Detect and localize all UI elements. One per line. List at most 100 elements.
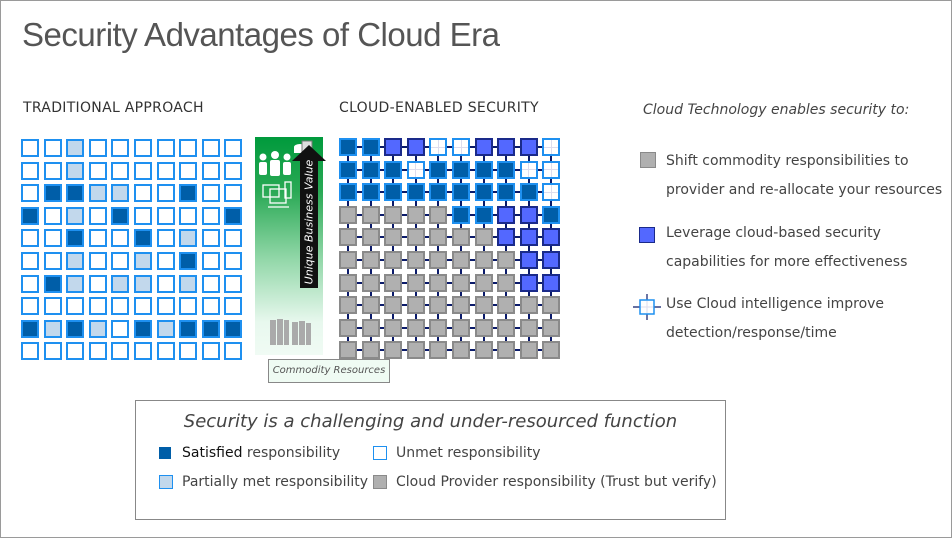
legend-partial: Partially met responsibility <box>182 474 369 490</box>
provider-cell <box>339 251 357 269</box>
unmet-cell <box>21 297 39 316</box>
satisfied-cell <box>474 183 493 202</box>
right-item-3-line1: Use Cloud intelligence improve <box>666 296 885 312</box>
grid-connector-h <box>347 236 551 239</box>
unmet-cell <box>452 138 470 156</box>
unmet-cell <box>111 297 130 316</box>
partial-cell <box>43 319 62 338</box>
unmet-cell <box>88 206 107 225</box>
unmet-cell <box>519 160 538 179</box>
satisfied-cell <box>21 206 39 225</box>
provider-cell <box>474 251 493 269</box>
provider-swatch-icon <box>373 475 387 489</box>
satisfied-cell <box>179 319 198 338</box>
provider-cell <box>361 251 380 269</box>
partial-swatch-icon <box>159 475 173 489</box>
cloud-capability-cell <box>384 138 403 156</box>
cloud-capability-cell <box>406 138 425 156</box>
provider-cell <box>406 318 425 337</box>
unmet-swatch-icon <box>373 446 387 460</box>
provider-cell <box>519 341 538 360</box>
provider-cell <box>474 341 493 360</box>
partial-cell <box>134 274 152 293</box>
unmet-cell <box>111 229 130 248</box>
page-title: Security Advantages of Cloud Era <box>22 16 500 53</box>
unmet-cell <box>179 297 198 316</box>
unmet-cell <box>43 161 62 180</box>
grid-connector-v <box>369 146 372 350</box>
right-item-2-line2: capabilities for more effectiveness <box>666 254 908 270</box>
grid-connector-h <box>347 259 551 261</box>
grid-connector-h <box>347 349 551 352</box>
unmet-cell <box>156 229 175 248</box>
provider-cell <box>452 318 470 337</box>
unmet-cell <box>156 184 175 203</box>
grid-connector-h <box>347 281 551 284</box>
satisfied-cell <box>384 160 403 179</box>
unmet-cell <box>43 297 62 316</box>
cloud-capability-cell <box>519 228 538 247</box>
unmet-cell <box>224 139 243 157</box>
grid-connector-v <box>527 146 530 350</box>
grid-connector-v <box>505 146 508 350</box>
unmet-cell <box>21 184 39 203</box>
grid-connector-v <box>460 146 462 350</box>
cloud-capability-cell <box>474 138 493 156</box>
provider-cell <box>474 296 493 315</box>
provider-cell <box>361 205 380 224</box>
satisfied-cell <box>339 183 357 202</box>
unmet-cell <box>156 342 175 361</box>
unmet-cell <box>111 252 130 270</box>
unmet-cell <box>21 229 39 248</box>
unmet-cell <box>134 184 152 203</box>
unmet-cell <box>88 342 107 361</box>
satisfied-cell <box>452 205 470 224</box>
cloud-capability-cell <box>497 205 516 224</box>
unmet-cell <box>66 342 85 361</box>
provider-cell <box>429 318 448 337</box>
unmet-cell <box>224 161 243 180</box>
unmet-cell <box>88 252 107 270</box>
unmet-cell <box>179 342 198 361</box>
unmet-cell <box>156 161 175 180</box>
unmet-cell <box>201 206 220 225</box>
satisfied-swatch-icon <box>159 447 171 459</box>
unmet-cell <box>156 297 175 316</box>
provider-cell <box>452 296 470 315</box>
provider-cell <box>361 273 380 292</box>
grid-connector-v <box>347 146 349 350</box>
grid-connector-h <box>347 168 551 171</box>
unmet-cell <box>179 206 198 225</box>
right-heading: Cloud Technology enables security to: <box>643 102 910 118</box>
satisfied-cell <box>474 160 493 179</box>
provider-cell <box>429 296 448 315</box>
satisfied-cell <box>179 184 198 203</box>
partial-cell <box>88 184 107 203</box>
unmet-cell <box>156 139 175 157</box>
legend-provider: Cloud Provider responsibility (Trust but… <box>396 474 717 490</box>
partial-cell <box>111 274 130 293</box>
provider-cell <box>429 341 448 360</box>
provider-cell <box>542 341 561 360</box>
commodity-callout: Commodity Resources <box>268 359 390 383</box>
provider-cell <box>384 273 403 292</box>
satisfied-cell <box>497 160 516 179</box>
provider-cell <box>339 228 357 247</box>
right-item-3: Use Cloud intelligence improve detection… <box>666 290 884 348</box>
satisfied-cell <box>452 183 470 202</box>
unmet-cell <box>156 274 175 293</box>
satisfied-cell <box>497 183 516 202</box>
unmet-cell <box>201 342 220 361</box>
satisfied-cell <box>111 206 130 225</box>
provider-cell <box>406 273 425 292</box>
provider-cell <box>361 341 380 360</box>
grid-connector-v <box>550 146 553 350</box>
grid-connector-v <box>414 146 417 350</box>
grid-connector-v <box>482 146 485 350</box>
cloud-capability-cell <box>519 138 538 156</box>
provider-cell <box>429 251 448 269</box>
provider-cell <box>384 228 403 247</box>
legend-box: Security is a challenging and under-reso… <box>135 400 726 520</box>
provider-cell <box>361 296 380 315</box>
unmet-cell <box>111 342 130 361</box>
